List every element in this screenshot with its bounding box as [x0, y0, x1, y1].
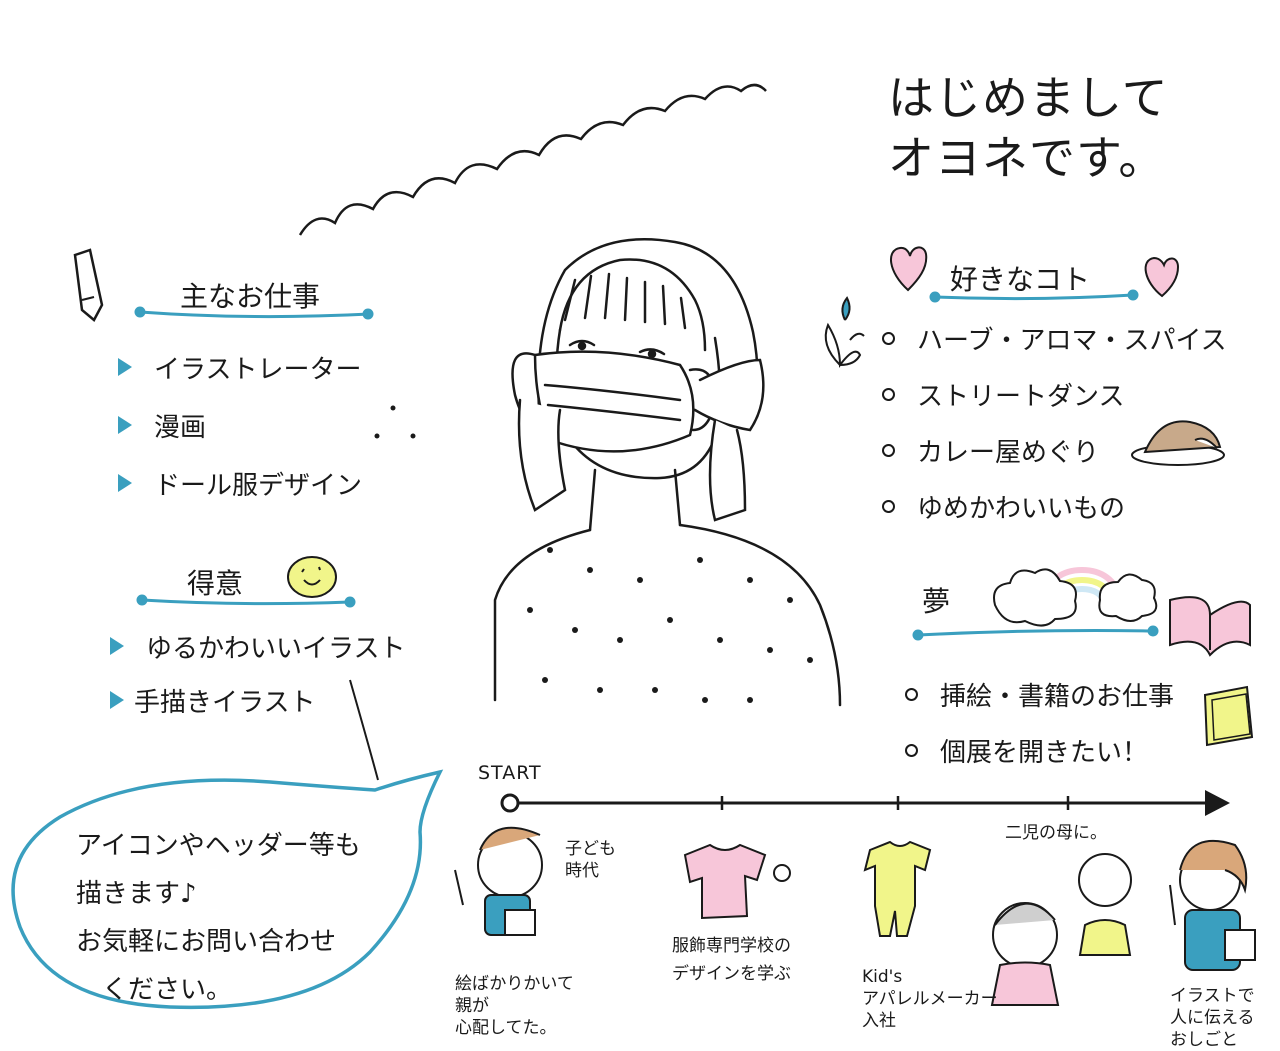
circle-bullet-icon: [882, 331, 895, 345]
shirt-illustration: [683, 843, 791, 920]
two-kids-illustration: [990, 853, 1132, 1006]
list-item: ゆるかわいいイラスト: [110, 627, 405, 665]
notebook-icon: [1203, 685, 1254, 747]
list-item: 漫画: [118, 406, 362, 444]
adult-illustration: [1169, 840, 1256, 971]
scallop-trail: [298, 83, 767, 236]
event-5-bottom-note: イラストで 人に伝える おしごと: [1170, 986, 1255, 1050]
work-heading: 主なお仕事: [180, 280, 321, 313]
pencil-icon: [73, 248, 104, 322]
list-item: ドール服デザイン: [118, 464, 362, 502]
dreams-underline: [916, 629, 1155, 637]
timeline-start-label: START: [478, 762, 542, 784]
decor-dots: [374, 405, 416, 439]
triangle-bullet-icon: [118, 358, 132, 376]
book-icon: [1169, 596, 1251, 657]
triangle-bullet-icon: [110, 637, 124, 655]
list-item: ストリートダンス: [882, 374, 1227, 414]
curry-icon: [1131, 420, 1225, 466]
dreams-heading: 夢: [922, 585, 951, 618]
plant-icon: [824, 296, 865, 368]
work-list: イラストレーター 漫画 ドール服デザイン: [118, 348, 362, 502]
list-item: イラストレーター: [118, 348, 362, 386]
title-line-2: オヨネです。: [888, 131, 1166, 185]
list-item: 個展を開きたい！: [905, 730, 1174, 770]
event-1-top-note: 子ども 時代: [565, 839, 616, 881]
heart-icon: [1144, 256, 1180, 298]
page-title: はじめまして オヨネです。: [888, 68, 1169, 188]
bubble-text: アイコンやヘッダー等も 描きます♪ お気軽にお問い合わせ ください。: [76, 831, 361, 1005]
list-item: ハーブ・アロマ・スパイス: [882, 318, 1227, 358]
triangle-bullet-icon: [118, 474, 132, 492]
rainbow-clouds-icon: [993, 566, 1158, 627]
circle-bullet-icon: [882, 499, 895, 513]
child-illustration: [454, 826, 543, 936]
event-1-bottom-note: 絵ばかりかいて 親が 心配してた。: [455, 974, 574, 1038]
circle-bullet-icon: [905, 687, 918, 701]
likes-list: ハーブ・アロマ・スパイス ストリートダンス カレー屋めぐり ゆめかわいいもの: [882, 318, 1227, 526]
skills-heading: 得意: [187, 567, 244, 600]
circle-bullet-icon: [882, 443, 895, 457]
skills-underline: [140, 598, 352, 606]
circle-bullet-icon: [882, 387, 895, 401]
list-item: カレー屋めぐり: [882, 430, 1227, 470]
heart-icon: [890, 246, 928, 292]
list-item: 挿絵・書籍のお仕事: [905, 674, 1174, 714]
sweater-dots: [527, 547, 813, 703]
triangle-bullet-icon: [118, 416, 132, 434]
dreams-list: 挿絵・書籍のお仕事 個展を開きたい！: [905, 674, 1174, 770]
triangle-bullet-icon: [110, 691, 124, 709]
circle-bullet-icon: [905, 743, 918, 757]
smiley-icon: [287, 556, 337, 598]
title-line-1: はじめまして: [888, 71, 1169, 125]
list-item: ゆめかわいいもの: [882, 486, 1227, 526]
event-4-top-note: 二児の母に。: [1005, 823, 1107, 843]
skills-list: ゆるかわいいイラスト 手描きイラスト: [110, 627, 405, 719]
likes-underline: [933, 293, 1135, 301]
event-2-bottom-note: 服飾専門学校の デザインを学ぶ: [672, 936, 791, 984]
speech-bubble: [11, 769, 444, 1010]
portrait-illustration: [493, 238, 842, 707]
onesie-illustration: [863, 840, 932, 937]
event-3-bottom-note: Kid's アパレルメーカー 入社: [862, 967, 998, 1031]
timeline-axis: [500, 790, 1230, 816]
work-underline: [138, 310, 372, 319]
likes-heading: 好きなコト: [950, 263, 1091, 296]
list-item: 手描きイラスト: [110, 681, 405, 719]
